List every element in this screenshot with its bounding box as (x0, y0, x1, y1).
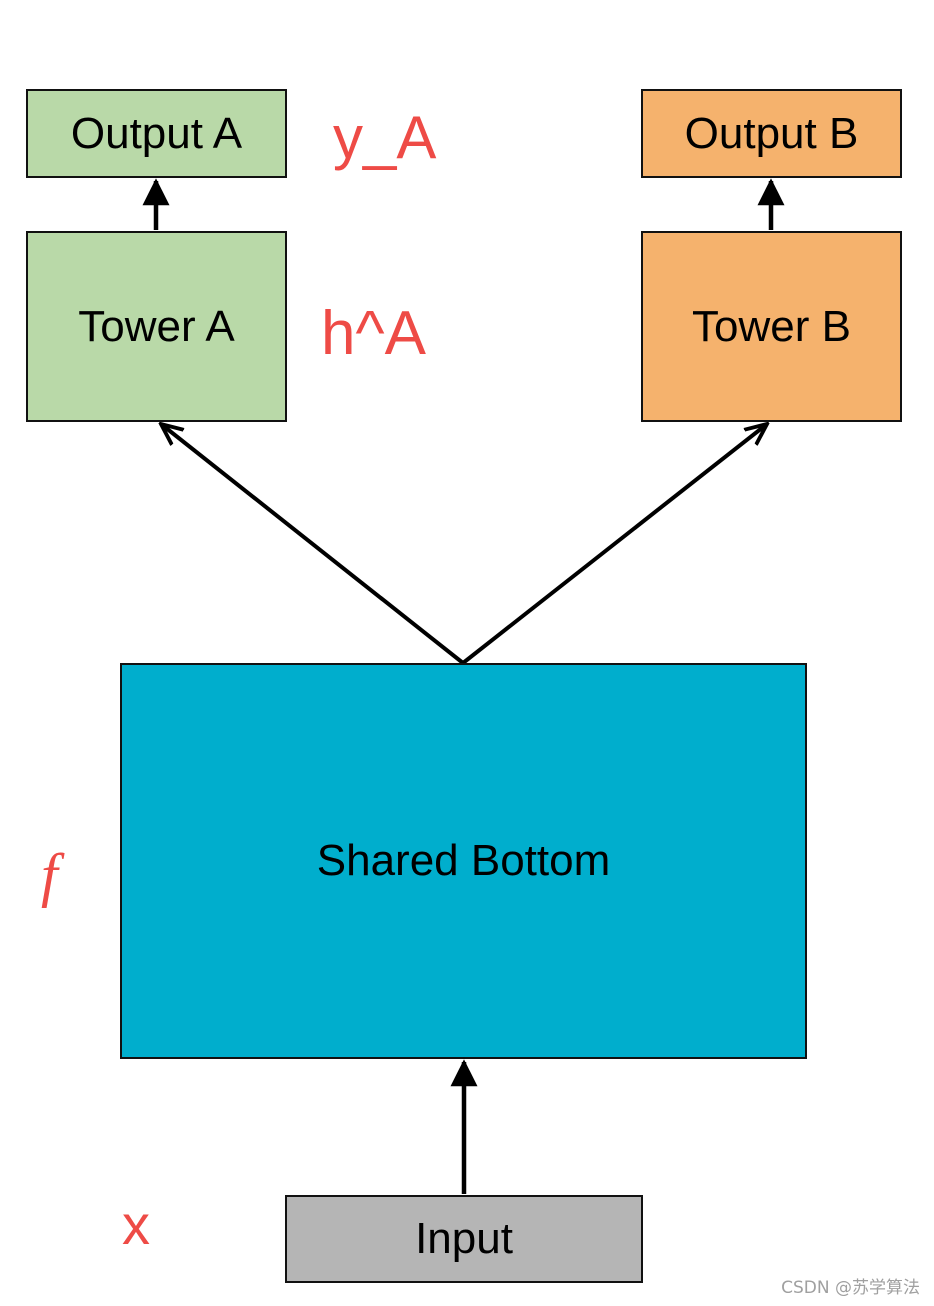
tower-a-label: Tower A (78, 301, 235, 351)
shared-bottom-label: Shared Bottom (316, 836, 611, 885)
annotation-f: f (41, 842, 58, 908)
annotation-x: x (122, 1193, 150, 1256)
shared-bottom-node: Shared Bottom (120, 663, 807, 1059)
tower-b-node: Tower B (641, 231, 902, 422)
output-b-node: Output B (641, 89, 902, 178)
input-label: Input (415, 1214, 513, 1263)
output-a-label: Output A (70, 108, 243, 158)
watermark: CSDN @苏学算法 (781, 1278, 920, 1298)
output-b-label: Output B (684, 108, 859, 158)
output-a-node: Output A (26, 89, 287, 178)
edge-shared-bottom-to-tower-a (161, 424, 465, 665)
tower-a-node: Tower A (26, 231, 287, 422)
tower-b-label: Tower B (692, 301, 851, 351)
annotation-h-a: h^A (321, 299, 426, 368)
annotation-y-a: y_A (333, 104, 437, 171)
input-node: Input (285, 1195, 643, 1283)
edge-shared-bottom-to-tower-b (461, 424, 767, 665)
